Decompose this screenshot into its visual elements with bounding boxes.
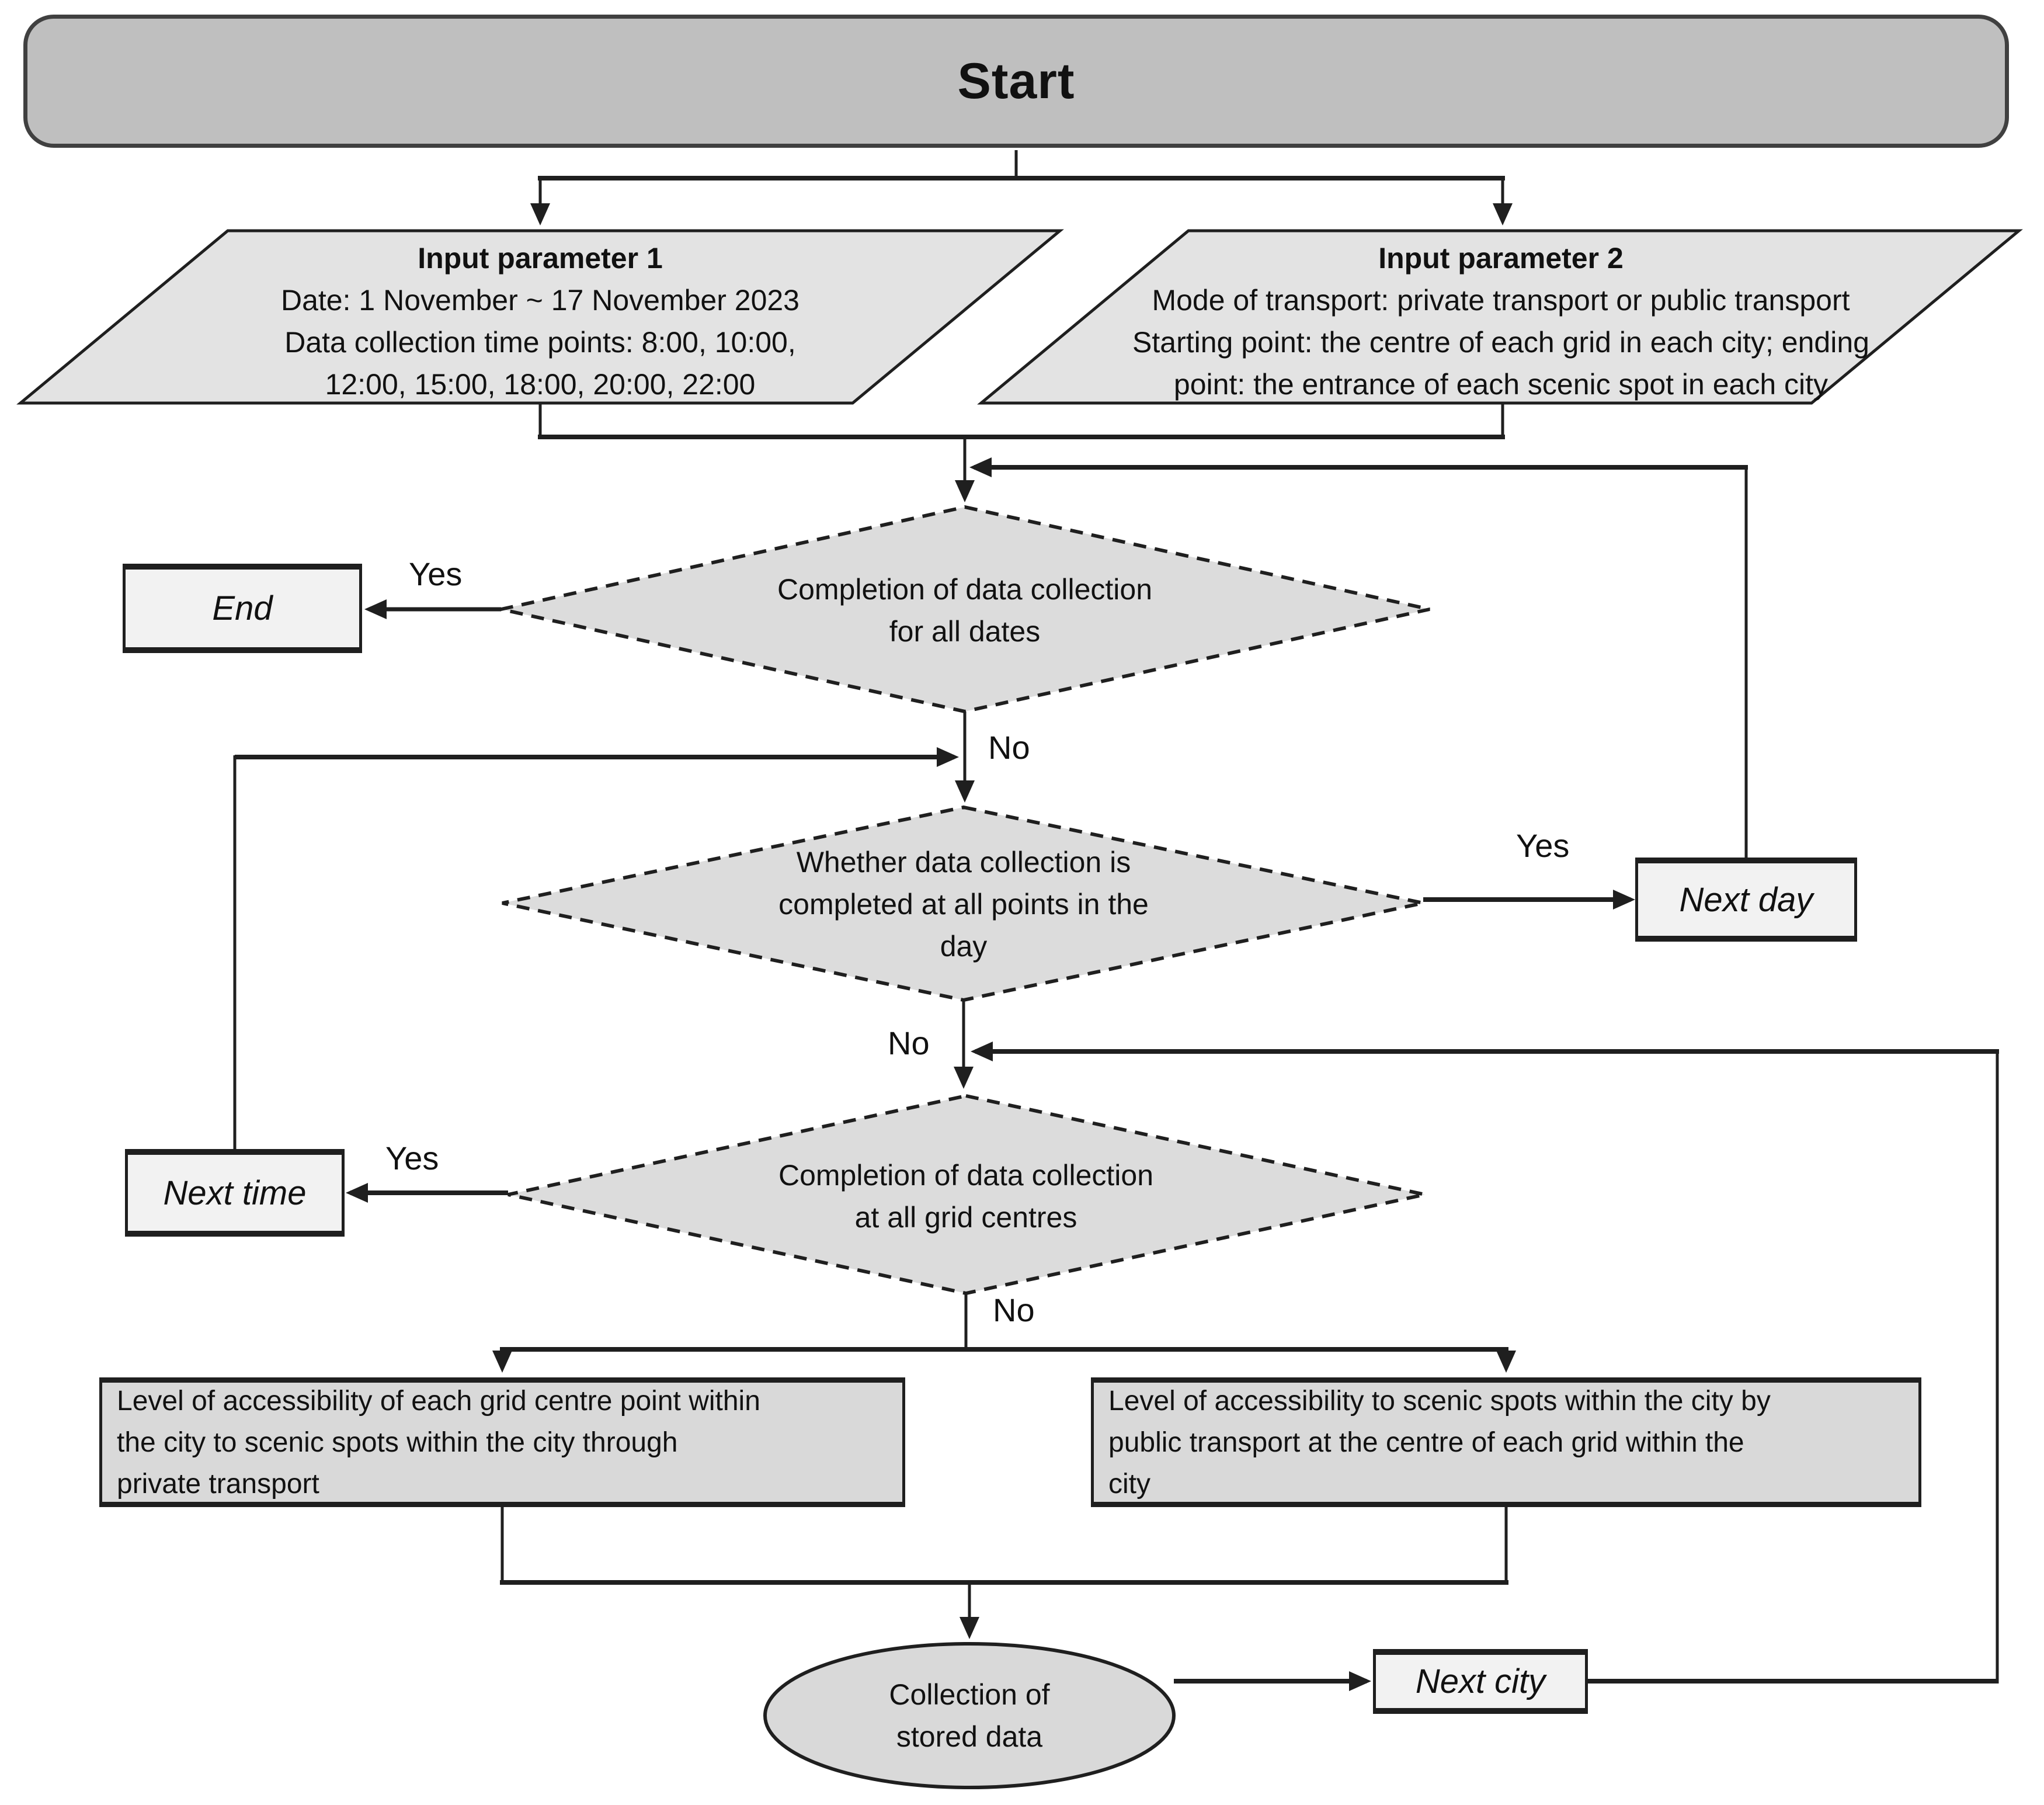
next-time-node: Next time	[125, 1149, 345, 1237]
process-public-transport-text: Level of accessibility to scenic spots w…	[1108, 1385, 1771, 1499]
input-parameter-2-shape	[977, 229, 2023, 405]
edge-label-no-dates: No	[988, 729, 1030, 766]
decision-all-points-day-text: Whether data collection is completed at …	[778, 845, 1149, 963]
input-parameter-1-title: Input parameter 1	[418, 242, 663, 275]
input-parameter-1-text: Input parameter 1 Date: 1 November ~ 17 …	[152, 237, 929, 406]
stored-data-ellipse	[763, 1642, 1176, 1789]
decision-all-grid-centres-shape	[507, 1094, 1426, 1296]
next-day-node: Next day	[1635, 858, 1857, 942]
edge-label-no-grid: No	[993, 1292, 1035, 1328]
next-time-label: Next time	[163, 1174, 307, 1212]
end-label: End	[212, 589, 273, 627]
decision-all-grid-centres-text: Completion of data collection at all gri…	[778, 1158, 1154, 1234]
next-city-label: Next city	[1415, 1662, 1546, 1700]
process-public-transport-node	[1091, 1377, 1921, 1507]
edge-label-yes-end: Yes	[409, 556, 463, 592]
next-city-node: Next city	[1373, 1649, 1588, 1714]
decision-all-dates-text: Completion of data collection for all da…	[777, 573, 1153, 648]
decision-all-dates-shape	[500, 505, 1430, 714]
input-parameter-2-title: Input parameter 2	[1378, 242, 1624, 275]
start-node: Start	[23, 15, 2009, 148]
stored-data-text: Collection of stored data	[889, 1678, 1050, 1753]
decision-all-points-day-shape	[502, 805, 1424, 1002]
next-day-label: Next day	[1679, 880, 1813, 919]
input-parameter-2-lines: Mode of transport: private transport or …	[1132, 284, 1869, 401]
input-parameter-2-text: Input parameter 2 Mode of transport: pri…	[1045, 237, 1956, 406]
edge-label-yes-next-day: Yes	[1516, 827, 1570, 864]
start-label: Start	[957, 53, 1075, 109]
edge-label-no-day: No	[888, 1025, 930, 1061]
end-node: End	[123, 564, 362, 653]
process-private-transport-text: Level of accessibility of each grid cent…	[117, 1385, 760, 1499]
process-private-transport-node	[99, 1377, 905, 1507]
input-parameter-1-lines: Date: 1 November ~ 17 November 2023 Data…	[281, 284, 799, 401]
input-parameter-1-shape	[16, 229, 1064, 405]
edge-label-yes-next-time: Yes	[385, 1140, 439, 1176]
